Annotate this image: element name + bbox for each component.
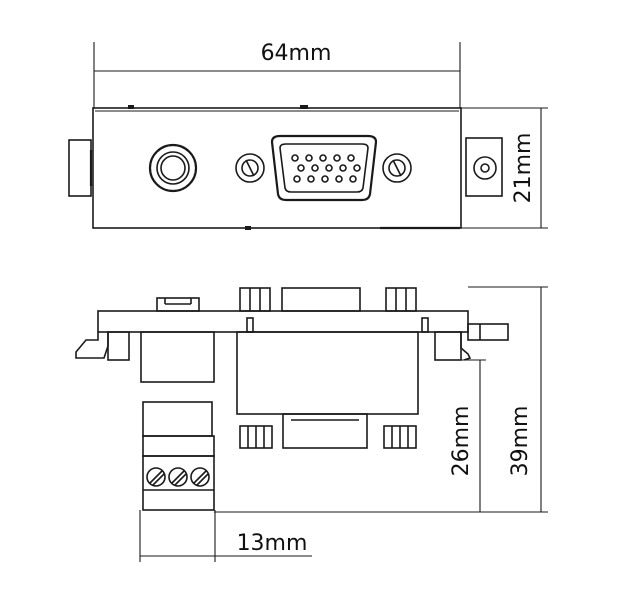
right-tab [465, 137, 503, 197]
side-right-pin [467, 323, 509, 341]
terminal-housing [140, 331, 215, 383]
left-clip [68, 139, 92, 197]
dim-label-depth: 13mm [237, 531, 308, 556]
side-view: 13mm 26mm 39mm [75, 286, 548, 562]
screw-hole [473, 156, 497, 180]
dim-label-height-inner: 26mm [449, 406, 474, 477]
front-view: 64mm [68, 41, 548, 230]
audio-jack [148, 143, 198, 193]
terminal-block [142, 455, 215, 511]
side-plate [97, 310, 469, 333]
dim-label-width: 64mm [261, 41, 332, 66]
vga-body [236, 331, 419, 415]
dim-label-height-total: 39mm [508, 406, 533, 477]
front-plate [92, 107, 462, 229]
side-left-clip [75, 332, 109, 359]
vga-connector [235, 134, 412, 202]
terminal-screws [146, 467, 210, 487]
dim-label-height-top: 21mm [511, 133, 536, 204]
